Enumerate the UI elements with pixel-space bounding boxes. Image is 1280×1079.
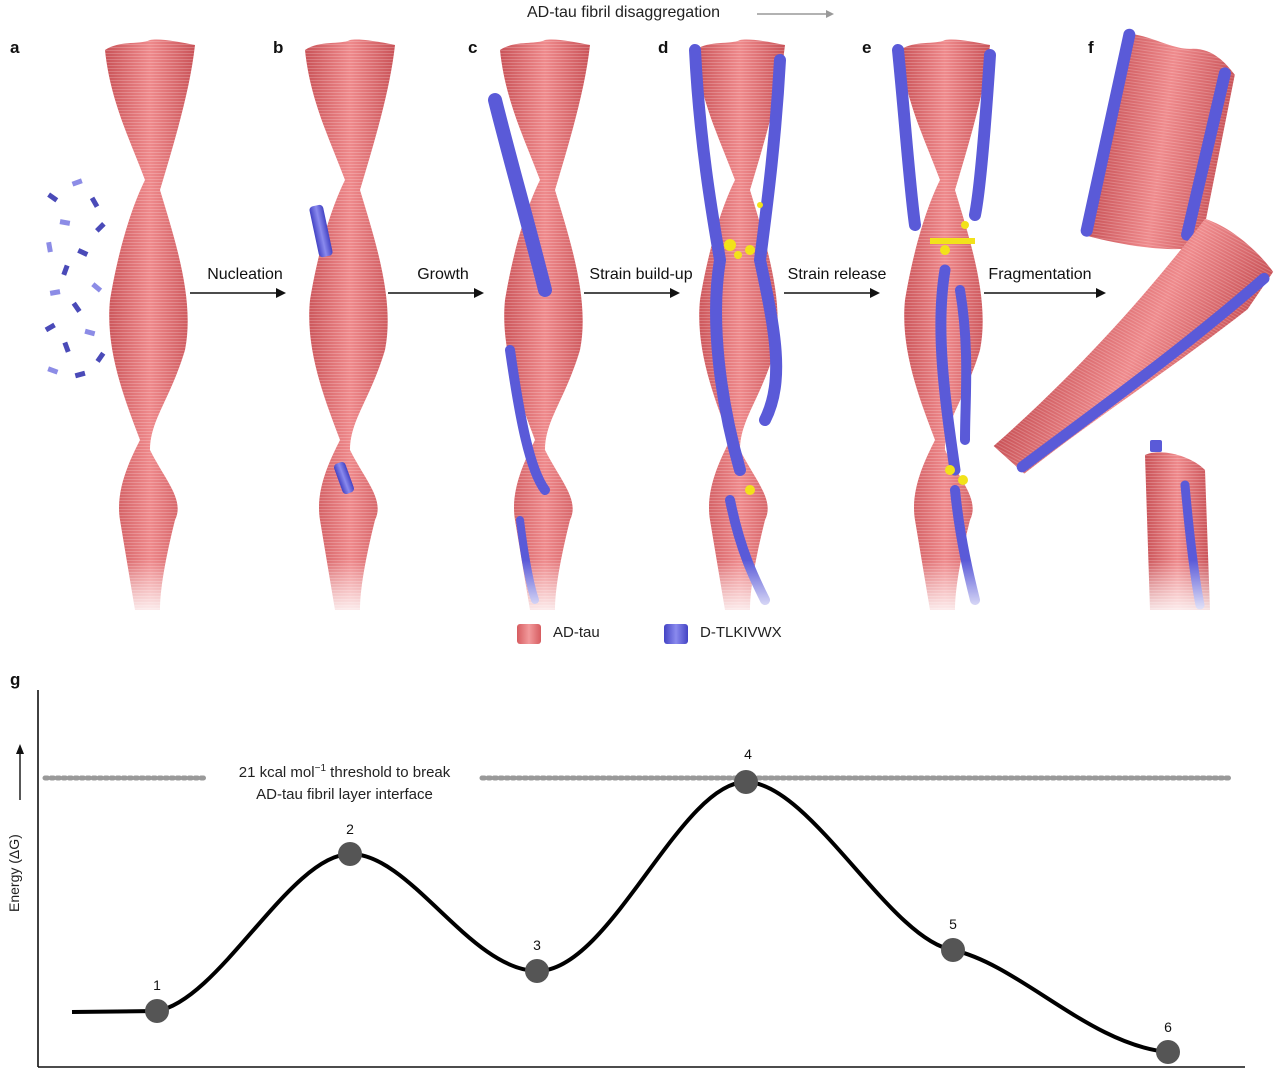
energy-node-3 <box>525 959 549 983</box>
panel-label-b: b <box>273 38 284 57</box>
energy-node-2 <box>338 842 362 866</box>
panel-label-g: g <box>10 670 21 689</box>
energy-curve <box>71 779 1169 1054</box>
legend-label-d-tlkivwx: D-TLKIVWX <box>700 624 782 641</box>
energy-node-label-4: 4 <box>744 746 752 762</box>
step-label-growth: Growth <box>417 266 469 283</box>
threshold-label-exponent: −1 <box>314 763 327 774</box>
energy-node-1 <box>145 999 169 1023</box>
figure-title: AD-tau fibril disaggregation <box>527 4 720 21</box>
step-label-strain-release: Strain release <box>787 266 887 283</box>
threshold-label-value: 21 kcal mol <box>238 764 315 781</box>
threshold-label-line2: AD-tau fibril layer interface <box>256 786 433 803</box>
energy-node-4 <box>734 770 758 794</box>
step-label-strain-build-up: Strain build-up <box>589 266 693 283</box>
energy-node-5 <box>941 938 965 962</box>
panel-label-e: e <box>862 38 872 57</box>
threshold-label-rest: threshold to break <box>326 764 451 781</box>
energy-axis-label: Energy (ΔG) <box>6 834 22 912</box>
step-label-fragmentation: Fragmentation <box>988 266 1092 283</box>
energy-node-label-1: 1 <box>153 977 161 993</box>
fibril-illustration <box>0 28 1280 620</box>
energy-node-label-2: 2 <box>346 821 354 837</box>
legend-label-ad-tau: AD-tau <box>553 624 600 641</box>
legend-swatch-d-tlkivwx <box>664 624 688 644</box>
fibril-a <box>105 39 195 610</box>
panel-label-f: f <box>1088 38 1094 57</box>
energy-node-label-6: 6 <box>1164 1019 1172 1035</box>
fibril-d <box>689 39 786 610</box>
fibril-f <box>993 28 1274 610</box>
energy-node-label-3: 3 <box>533 937 541 953</box>
threshold-label: 21 kcal mol−1 threshold to break AD-tau … <box>212 758 477 806</box>
fibril-e <box>892 39 996 610</box>
step-arrows <box>190 288 1106 298</box>
fibril-b <box>305 39 395 610</box>
step-label-nucleation: Nucleation <box>207 266 283 283</box>
energy-node-6 <box>1156 1040 1180 1064</box>
monomer-cluster <box>44 178 106 379</box>
fibril-c <box>488 39 590 610</box>
energy-node-label-5: 5 <box>949 916 957 932</box>
panel-label-d: d <box>658 38 669 57</box>
panel-label-c: c <box>468 38 478 57</box>
legend-swatch-ad-tau <box>517 624 541 644</box>
panel-label-a: a <box>10 38 20 57</box>
